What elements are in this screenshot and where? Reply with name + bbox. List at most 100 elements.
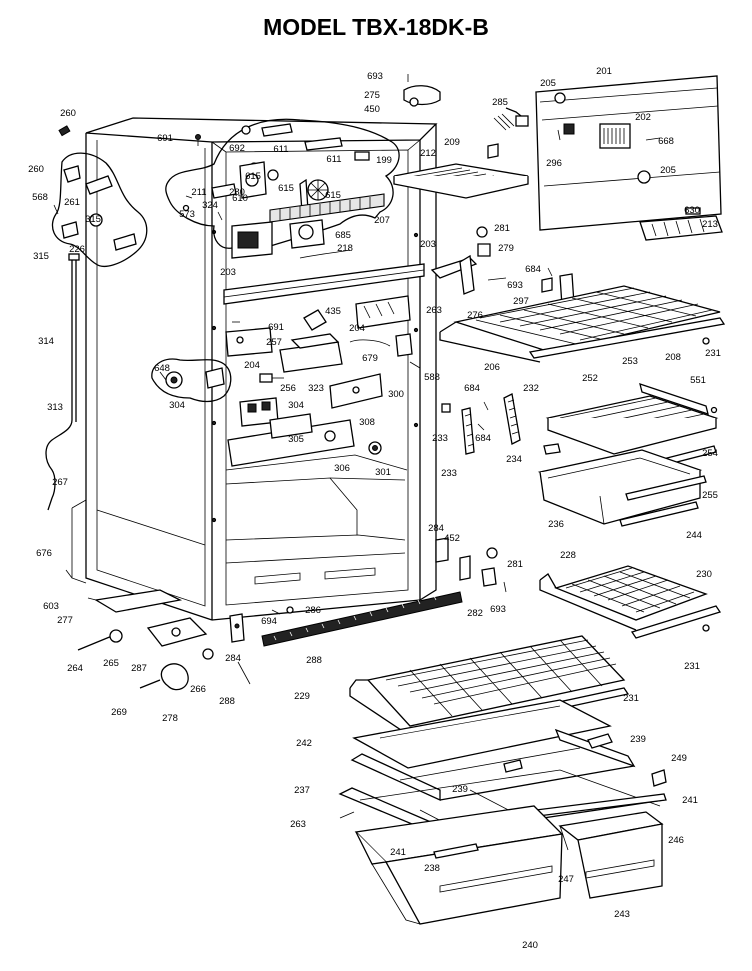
callout-314: 314 xyxy=(38,336,54,347)
callout-282: 282 xyxy=(467,608,483,619)
callout-232: 232 xyxy=(523,383,539,394)
callout-241: 241 xyxy=(390,847,406,858)
callout-239: 239 xyxy=(630,734,646,745)
callout-246: 246 xyxy=(668,835,684,846)
callout-206: 206 xyxy=(484,362,500,373)
callout-693: 693 xyxy=(490,604,506,615)
callout-255: 255 xyxy=(702,490,718,501)
callout-256: 256 xyxy=(280,383,296,394)
callout-296: 296 xyxy=(546,158,562,169)
callout-304: 304 xyxy=(288,400,304,411)
callout-301: 301 xyxy=(375,467,391,478)
callout-211: 211 xyxy=(191,187,206,198)
callout-297: 297 xyxy=(513,296,529,307)
callout-615: 615 xyxy=(278,183,294,194)
callout-202: 202 xyxy=(635,112,651,123)
callout-323: 323 xyxy=(308,383,324,394)
callout-229: 229 xyxy=(294,691,310,702)
callout-648: 648 xyxy=(154,363,170,374)
hinge-assembly xyxy=(430,226,575,307)
callout-203: 203 xyxy=(420,239,436,250)
callout-676: 676 xyxy=(36,548,52,559)
callout-204: 204 xyxy=(244,360,260,371)
callout-324: 324 xyxy=(202,200,218,211)
model-title: MODEL TBX-18DK-B xyxy=(263,14,489,40)
callout-231: 231 xyxy=(705,348,721,359)
callout-684: 684 xyxy=(525,264,541,275)
callout-287: 287 xyxy=(131,663,147,674)
callout-199: 199 xyxy=(376,155,392,166)
callout-237: 237 xyxy=(294,785,310,796)
callout-269: 269 xyxy=(111,707,127,718)
callout-238: 238 xyxy=(424,863,440,874)
callout-212: 212 xyxy=(420,148,436,159)
callout-241: 241 xyxy=(682,795,698,806)
callout-277: 277 xyxy=(57,615,73,626)
callout-315: 315 xyxy=(33,251,49,262)
callout-684: 684 xyxy=(475,433,491,444)
callout-228: 228 xyxy=(560,550,576,561)
callout-275: 275 xyxy=(364,90,380,101)
callout-313: 313 xyxy=(47,402,63,413)
callout-693: 693 xyxy=(367,71,383,82)
callout-208: 208 xyxy=(665,352,681,363)
callout-205: 205 xyxy=(540,78,556,89)
callout-285: 285 xyxy=(492,97,508,108)
callout-201: 201 xyxy=(596,66,612,77)
callout-668: 668 xyxy=(658,136,674,147)
callout-280: 280 xyxy=(229,187,245,198)
lamp-assembly xyxy=(151,358,232,403)
callout-264: 264 xyxy=(67,663,83,674)
callout-labels: 6932754502052012852026682962052092126302… xyxy=(28,66,721,951)
glass-shelf-242 xyxy=(352,699,612,769)
callout-243: 243 xyxy=(614,909,630,920)
shelf-supports xyxy=(441,393,521,455)
callout-213: 213 xyxy=(702,219,718,230)
callout-244: 244 xyxy=(686,530,702,541)
callout-249: 249 xyxy=(671,753,687,764)
cabinet-components xyxy=(225,295,421,467)
callout-209: 209 xyxy=(444,137,460,148)
control-panel-201 xyxy=(535,75,723,241)
callout-233: 233 xyxy=(432,433,448,444)
left-tubing-assembly xyxy=(45,125,148,511)
callout-284: 284 xyxy=(225,653,241,664)
callout-450: 450 xyxy=(364,104,380,115)
callout-226: 226 xyxy=(69,244,85,255)
callout-234: 234 xyxy=(506,454,522,465)
callout-242: 242 xyxy=(296,738,312,749)
fresh-food-shelf-228 xyxy=(435,537,722,639)
callout-288: 288 xyxy=(306,655,322,666)
callout-267: 267 xyxy=(52,477,68,488)
callout-305: 305 xyxy=(288,434,304,445)
callout-257: 257 xyxy=(266,337,282,348)
callout-247: 247 xyxy=(558,874,574,885)
callout-205: 205 xyxy=(660,165,676,176)
callout-551: 551 xyxy=(690,375,706,386)
callout-685: 685 xyxy=(335,230,351,241)
callout-315: 315 xyxy=(85,214,101,225)
callout-240: 240 xyxy=(522,940,538,951)
callout-588: 588 xyxy=(424,372,440,383)
callout-284: 284 xyxy=(428,523,444,534)
callout-615: 615 xyxy=(245,171,261,182)
control-housing-assembly xyxy=(165,118,400,259)
drawer-243 xyxy=(558,811,664,899)
callout-304: 304 xyxy=(169,400,185,411)
callout-253: 253 xyxy=(622,356,638,367)
drawer-240 xyxy=(354,805,564,925)
callout-207: 207 xyxy=(374,215,390,226)
callout-260: 260 xyxy=(60,108,76,119)
callout-254: 254 xyxy=(702,448,718,459)
callout-568: 568 xyxy=(32,192,48,203)
callout-261: 261 xyxy=(64,197,80,208)
callout-231: 231 xyxy=(684,661,700,672)
callout-278: 278 xyxy=(162,713,178,724)
callout-281: 281 xyxy=(507,559,523,570)
callout-204: 204 xyxy=(349,323,365,334)
callout-694: 694 xyxy=(261,616,277,627)
callout-230: 230 xyxy=(696,569,712,580)
callout-435: 435 xyxy=(325,306,341,317)
callout-265: 265 xyxy=(103,658,119,669)
